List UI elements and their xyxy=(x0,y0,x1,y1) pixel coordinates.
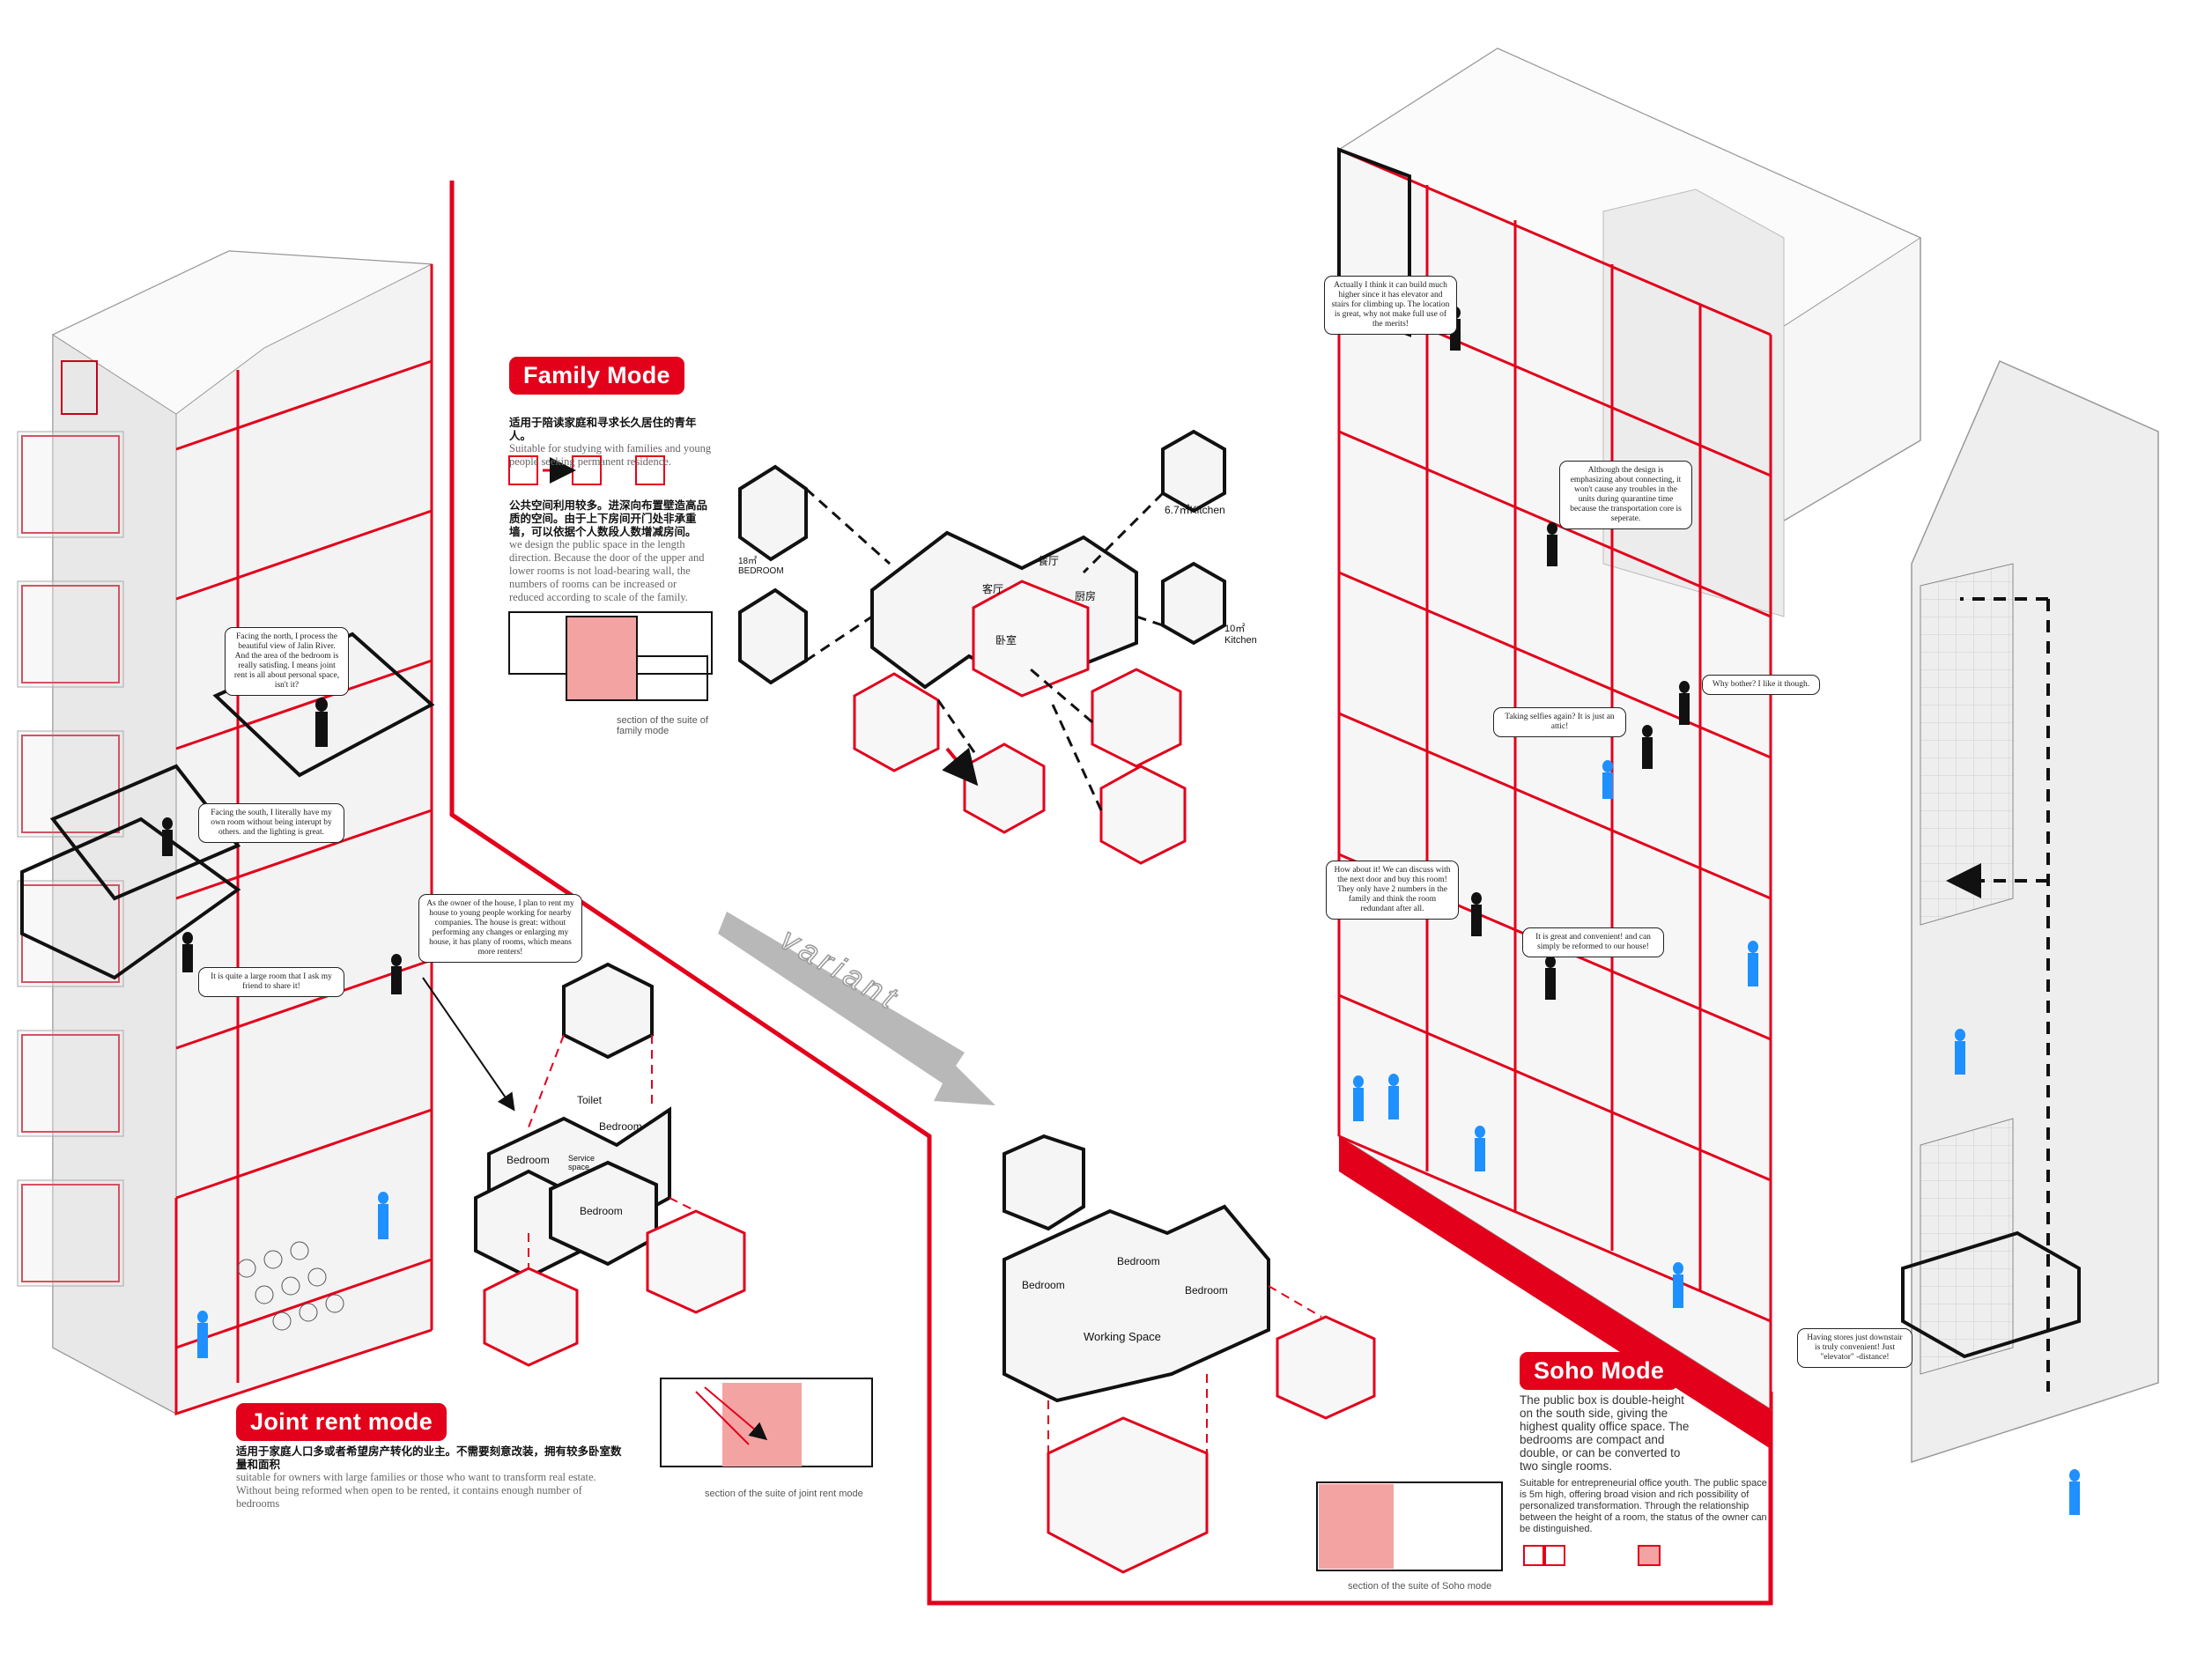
soho-working-label: Working Space xyxy=(1084,1330,1161,1343)
family-cn-body: 公共空间利用较多。进深向布置壁造高品质的空间。由于上下房间开门处非承重墙，可以依… xyxy=(509,499,708,538)
joint-bedroom-c-label: Bedroom xyxy=(580,1205,623,1217)
family-kitchen-cn-label: 厨房 xyxy=(1075,590,1097,602)
family-mode-label: Family Mode xyxy=(509,357,684,395)
speech-bubble-connecting: Although the design is emphasizing about… xyxy=(1559,461,1692,529)
family-kitchen-large-label: 10㎡ Kitchen xyxy=(1224,624,1257,646)
joint-rent-diagram xyxy=(422,962,873,1467)
joint-rent-mode-label: Joint rent mode xyxy=(236,1403,448,1441)
family-en-intro: Suitable for studying with families and … xyxy=(509,442,712,468)
speech-bubble-why-bother: Why bother? I like it though. xyxy=(1702,675,1820,695)
family-bed-cn-label: 卧室 xyxy=(995,634,1017,646)
mode-divider-lines xyxy=(449,181,1773,1606)
speech-bubble-south: Facing the south, I literally have my ow… xyxy=(198,803,344,843)
speech-bubble-stores: Having stores just downstair is truly co… xyxy=(1797,1328,1912,1368)
joint-en-body: suitable for owners with large families … xyxy=(236,1471,596,1510)
family-living-label: 客厅 xyxy=(982,583,1004,595)
soho-description: The public box is double-height on the s… xyxy=(1520,1393,1690,1473)
family-kitchen-small-label: 6.7㎡Kitchen xyxy=(1165,504,1225,516)
joint-service-label: Service space xyxy=(568,1154,596,1171)
speech-bubble-discuss: How about it! We can discuss with the ne… xyxy=(1326,861,1459,920)
joint-cn-body: 适用于家庭人口多或者希望房产转化的业主。不需要刻意改装，拥有较多卧室数量和面积 xyxy=(236,1444,622,1471)
soho-building xyxy=(1337,48,2159,1515)
joint-section-caption: section of the suite of joint rent mode xyxy=(705,1489,863,1499)
soho-diagram xyxy=(1002,1134,1661,1574)
soho-bedroom-a-label: Bedroom xyxy=(1022,1279,1065,1291)
family-bedroom-label: 18㎡ BEDROOM xyxy=(738,557,784,576)
soho-bedroom-b-label: Bedroom xyxy=(1117,1255,1160,1267)
soho-section-caption: section of the suite of Soho mode xyxy=(1348,1581,1492,1592)
speech-bubble-selfies: Taking selfies again? It is just an atti… xyxy=(1493,707,1626,737)
soho-description-2: Suitable for entrepreneurial office yout… xyxy=(1520,1478,1767,1534)
speech-bubble-great: It is great and convenient! and can simp… xyxy=(1522,927,1664,957)
variant-arrow xyxy=(718,912,995,1105)
speech-bubble-build-higher: Actually I think it can build much highe… xyxy=(1324,276,1457,335)
speech-bubble-large-room: It is quite a large room that I ask my f… xyxy=(198,967,344,997)
family-mode-description: 适用于陪读家庭和寻求长久居住的青年人。 Suitable for studyin… xyxy=(509,416,712,604)
speech-bubble-owner: As the owner of the house, I plan to ren… xyxy=(418,894,582,963)
family-section-caption: section of the suite of family mode xyxy=(617,715,708,736)
joint-rent-description: 适用于家庭人口多或者希望房产转化的业主。不需要刻意改装，拥有较多卧室数量和面积 … xyxy=(236,1444,624,1511)
joint-bedroom-b-label: Bedroom xyxy=(507,1154,550,1166)
family-mode-diagram xyxy=(508,429,1226,865)
family-en-body: we design the public space in the length… xyxy=(509,538,705,603)
family-dining-label: 餐厅 xyxy=(1038,555,1060,567)
soho-mode-label: Soho Mode xyxy=(1520,1352,1679,1390)
joint-bedroom-a-label: Bedroom xyxy=(599,1120,642,1133)
soho-bedroom-c-label: Bedroom xyxy=(1185,1284,1228,1297)
speech-bubble-north: Facing the north, I process the beautifu… xyxy=(225,627,349,696)
family-cn-intro: 适用于陪读家庭和寻求长久居住的青年人。 xyxy=(509,416,697,442)
joint-toilet-label: Toilet xyxy=(577,1094,603,1106)
